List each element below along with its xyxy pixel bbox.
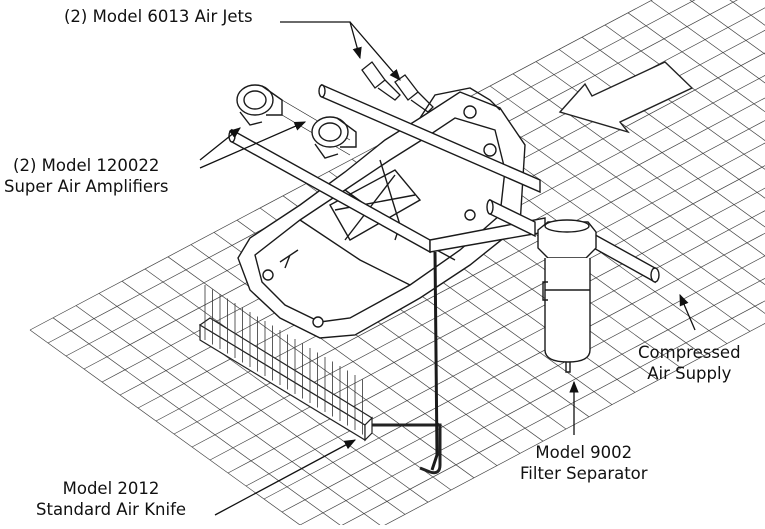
label-amplifiers-line2: Super Air Amplifiers: [4, 177, 169, 196]
mesh-line: [98, 293, 406, 515]
mesh-line: [558, 49, 765, 199]
label-air-knife: Model 2012 Standard Air Knife: [36, 478, 186, 520]
mesh-line: [729, 0, 765, 26]
mesh-line: [334, 300, 765, 529]
super-air-amplifier: [311, 116, 357, 159]
callout-arrow-icon: [199, 21, 696, 516]
label-air-jets-text: (2) Model 6013 Air Jets: [64, 7, 253, 26]
mesh-line: [263, 232, 765, 500]
mesh-line: [190, 244, 498, 466]
mesh-line: [29, 329, 307, 529]
mesh-line: [376, 323, 765, 529]
mesh-line: [121, 280, 429, 503]
mesh-line: [689, 0, 765, 55]
label-filter-line1: Model 9002: [535, 443, 633, 462]
mesh-line: [581, 36, 765, 170]
filter-separator: [537, 219, 597, 373]
mesh-line: [52, 317, 347, 529]
mesh-line: [743, 0, 765, 173]
mesh-line: [489, 85, 765, 286]
air-knife-streaks: [204, 285, 363, 435]
mesh-line: [167, 256, 475, 479]
label-air-jets: (2) Model 6013 Air Jets: [64, 6, 253, 27]
mesh-line: [604, 24, 765, 141]
label-compressed-line2: Air Supply: [647, 364, 732, 383]
air-manifold-pipes: [228, 83, 660, 471]
mesh-line: [650, 0, 765, 84]
flow-direction-arrow-icon: [558, 61, 694, 134]
label-amplifiers-line1: (2) Model 120022: [13, 156, 160, 175]
mesh-line: [75, 305, 383, 527]
air-jet: [394, 74, 434, 113]
mesh-line: [299, 277, 765, 526]
air-knife: [198, 317, 442, 475]
label-knife-line1: Model 2012: [62, 479, 160, 498]
label-amplifiers: (2) Model 120022 Super Air Amplifiers: [4, 155, 168, 197]
label-knife-line2: Standard Air Knife: [36, 500, 187, 519]
label-filter-line2: Filter Separator: [520, 464, 648, 483]
label-compressed-line1: Compressed: [638, 343, 741, 362]
mesh-line: [627, 12, 765, 113]
label-compressed-air: Compressed Air Supply: [638, 342, 741, 384]
mesh-line: [281, 255, 765, 513]
label-filter: Model 9002 Filter Separator: [520, 442, 648, 484]
air-jet: [361, 61, 401, 101]
